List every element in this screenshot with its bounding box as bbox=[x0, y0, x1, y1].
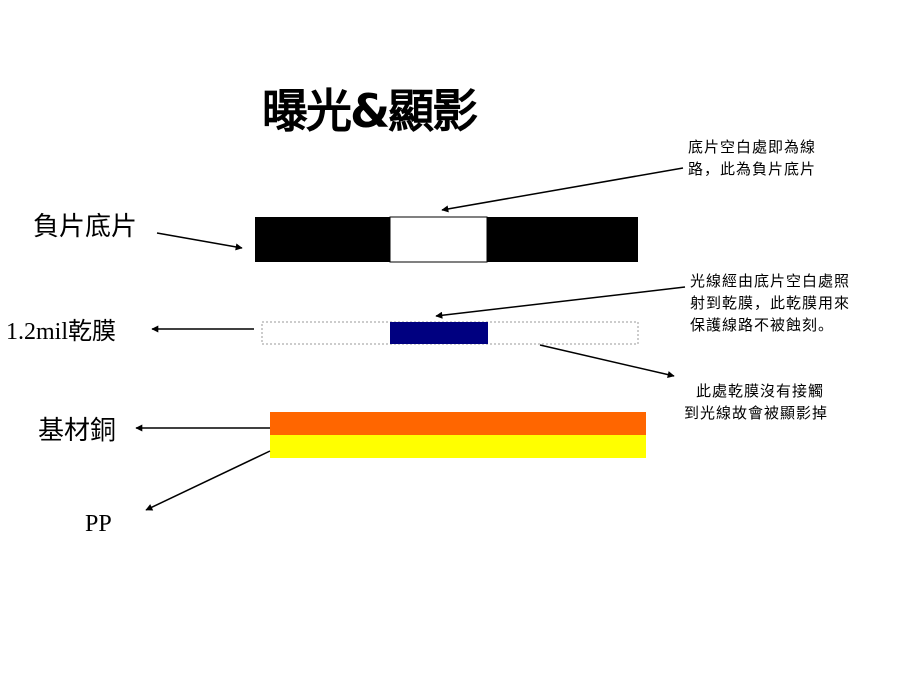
note-light-through-line-1: 光線經由底片空白處照 bbox=[690, 272, 851, 290]
arrow-film-label bbox=[156, 232, 243, 251]
note-not-exposed: 此處乾膜沒有接觸 到光線故會被顯影掉 bbox=[684, 380, 828, 424]
pp-layer bbox=[270, 435, 646, 458]
label-dry-film: 1.2mil乾膜 bbox=[6, 318, 116, 344]
note-light-through-line-3: 保護線路不被蝕刻。 bbox=[690, 316, 835, 334]
film-black-right bbox=[487, 217, 638, 262]
negative-film bbox=[255, 216, 638, 263]
note-not-exposed-line-1: 此處乾膜沒有接觸 bbox=[696, 382, 825, 400]
label-negative-film: 負片底片 bbox=[33, 212, 138, 242]
label-copper: 基材銅 bbox=[38, 416, 117, 446]
arrow-light-through-note bbox=[435, 286, 686, 319]
film-black-left bbox=[255, 217, 390, 262]
copper-layer bbox=[270, 412, 646, 435]
dry-film-exposed bbox=[390, 322, 488, 344]
arrow-not-exposed-note bbox=[539, 344, 675, 378]
note-not-exposed-line-2: 到光線故會被顯影掉 bbox=[684, 404, 829, 422]
note-film-clear-line-1: 底片空白處即為線 bbox=[688, 138, 817, 156]
note-film-clear: 底片空白處即為線 路，此為負片底片 bbox=[688, 136, 816, 180]
label-pp: PP bbox=[85, 511, 112, 537]
page-title: 曝光&顯影 bbox=[262, 84, 478, 138]
note-film-clear-line-2: 路，此為負片底片 bbox=[688, 160, 817, 178]
arrow-film-clear-note bbox=[441, 167, 684, 213]
note-light-through: 光線經由底片空白處照 射到乾膜，此乾膜用來 保護線路不被蝕刻。 bbox=[690, 270, 850, 336]
substrate bbox=[270, 412, 646, 458]
arrow-pp-label bbox=[145, 450, 271, 511]
dry-film bbox=[261, 321, 639, 345]
film-clear-window bbox=[389, 216, 488, 263]
label-dry-film-text: 1.2mil乾膜 bbox=[6, 319, 117, 345]
note-light-through-line-2: 射到乾膜，此乾膜用來 bbox=[690, 294, 851, 312]
